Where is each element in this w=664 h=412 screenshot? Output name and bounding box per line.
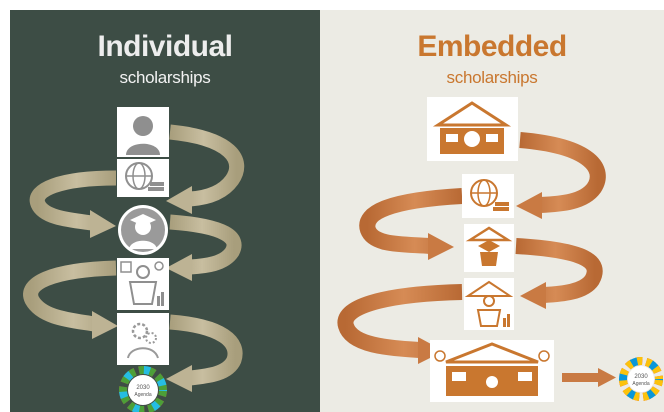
institution-graduate-icon [464, 224, 514, 272]
institution-skills-icon [464, 278, 514, 330]
left-arrow-3 [166, 214, 242, 281]
sdg-2030-agenda-icon-left: 2030 Agenda [119, 366, 167, 412]
skills-icon [117, 258, 169, 310]
gears-head-icon [117, 313, 169, 365]
left-arrow-4 [23, 260, 118, 339]
sdg-badge-line1-right: 2030 [634, 374, 648, 380]
sdg-badge-line2: Agenda [134, 392, 151, 398]
globe-books-icon [117, 159, 169, 197]
institution-person-icon [427, 97, 518, 161]
institution-community-icon [430, 340, 554, 402]
right-arrow-2 [359, 188, 463, 260]
right-arrow-1 [516, 132, 606, 219]
left-arrow-5 [166, 314, 243, 392]
person-icon [117, 107, 169, 157]
left-arrow-1 [166, 124, 245, 214]
right-arrow-5 [562, 368, 616, 387]
embedded-title: Embedded [417, 30, 567, 63]
individual-title: Individual [97, 30, 233, 63]
globe-books-icon-right [462, 174, 514, 218]
left-arrow-2 [29, 170, 117, 238]
sdg-badge-line1: 2030 [136, 385, 150, 391]
sdg-2030-agenda-icon-right: 2030 Agenda [619, 357, 663, 401]
graduate-icon [118, 205, 168, 255]
right-arrow-3 [515, 238, 603, 309]
sdg-badge-line2-right: Agenda [632, 381, 649, 387]
individual-subtitle: scholarships [119, 68, 211, 87]
embedded-subtitle: scholarships [446, 68, 538, 87]
